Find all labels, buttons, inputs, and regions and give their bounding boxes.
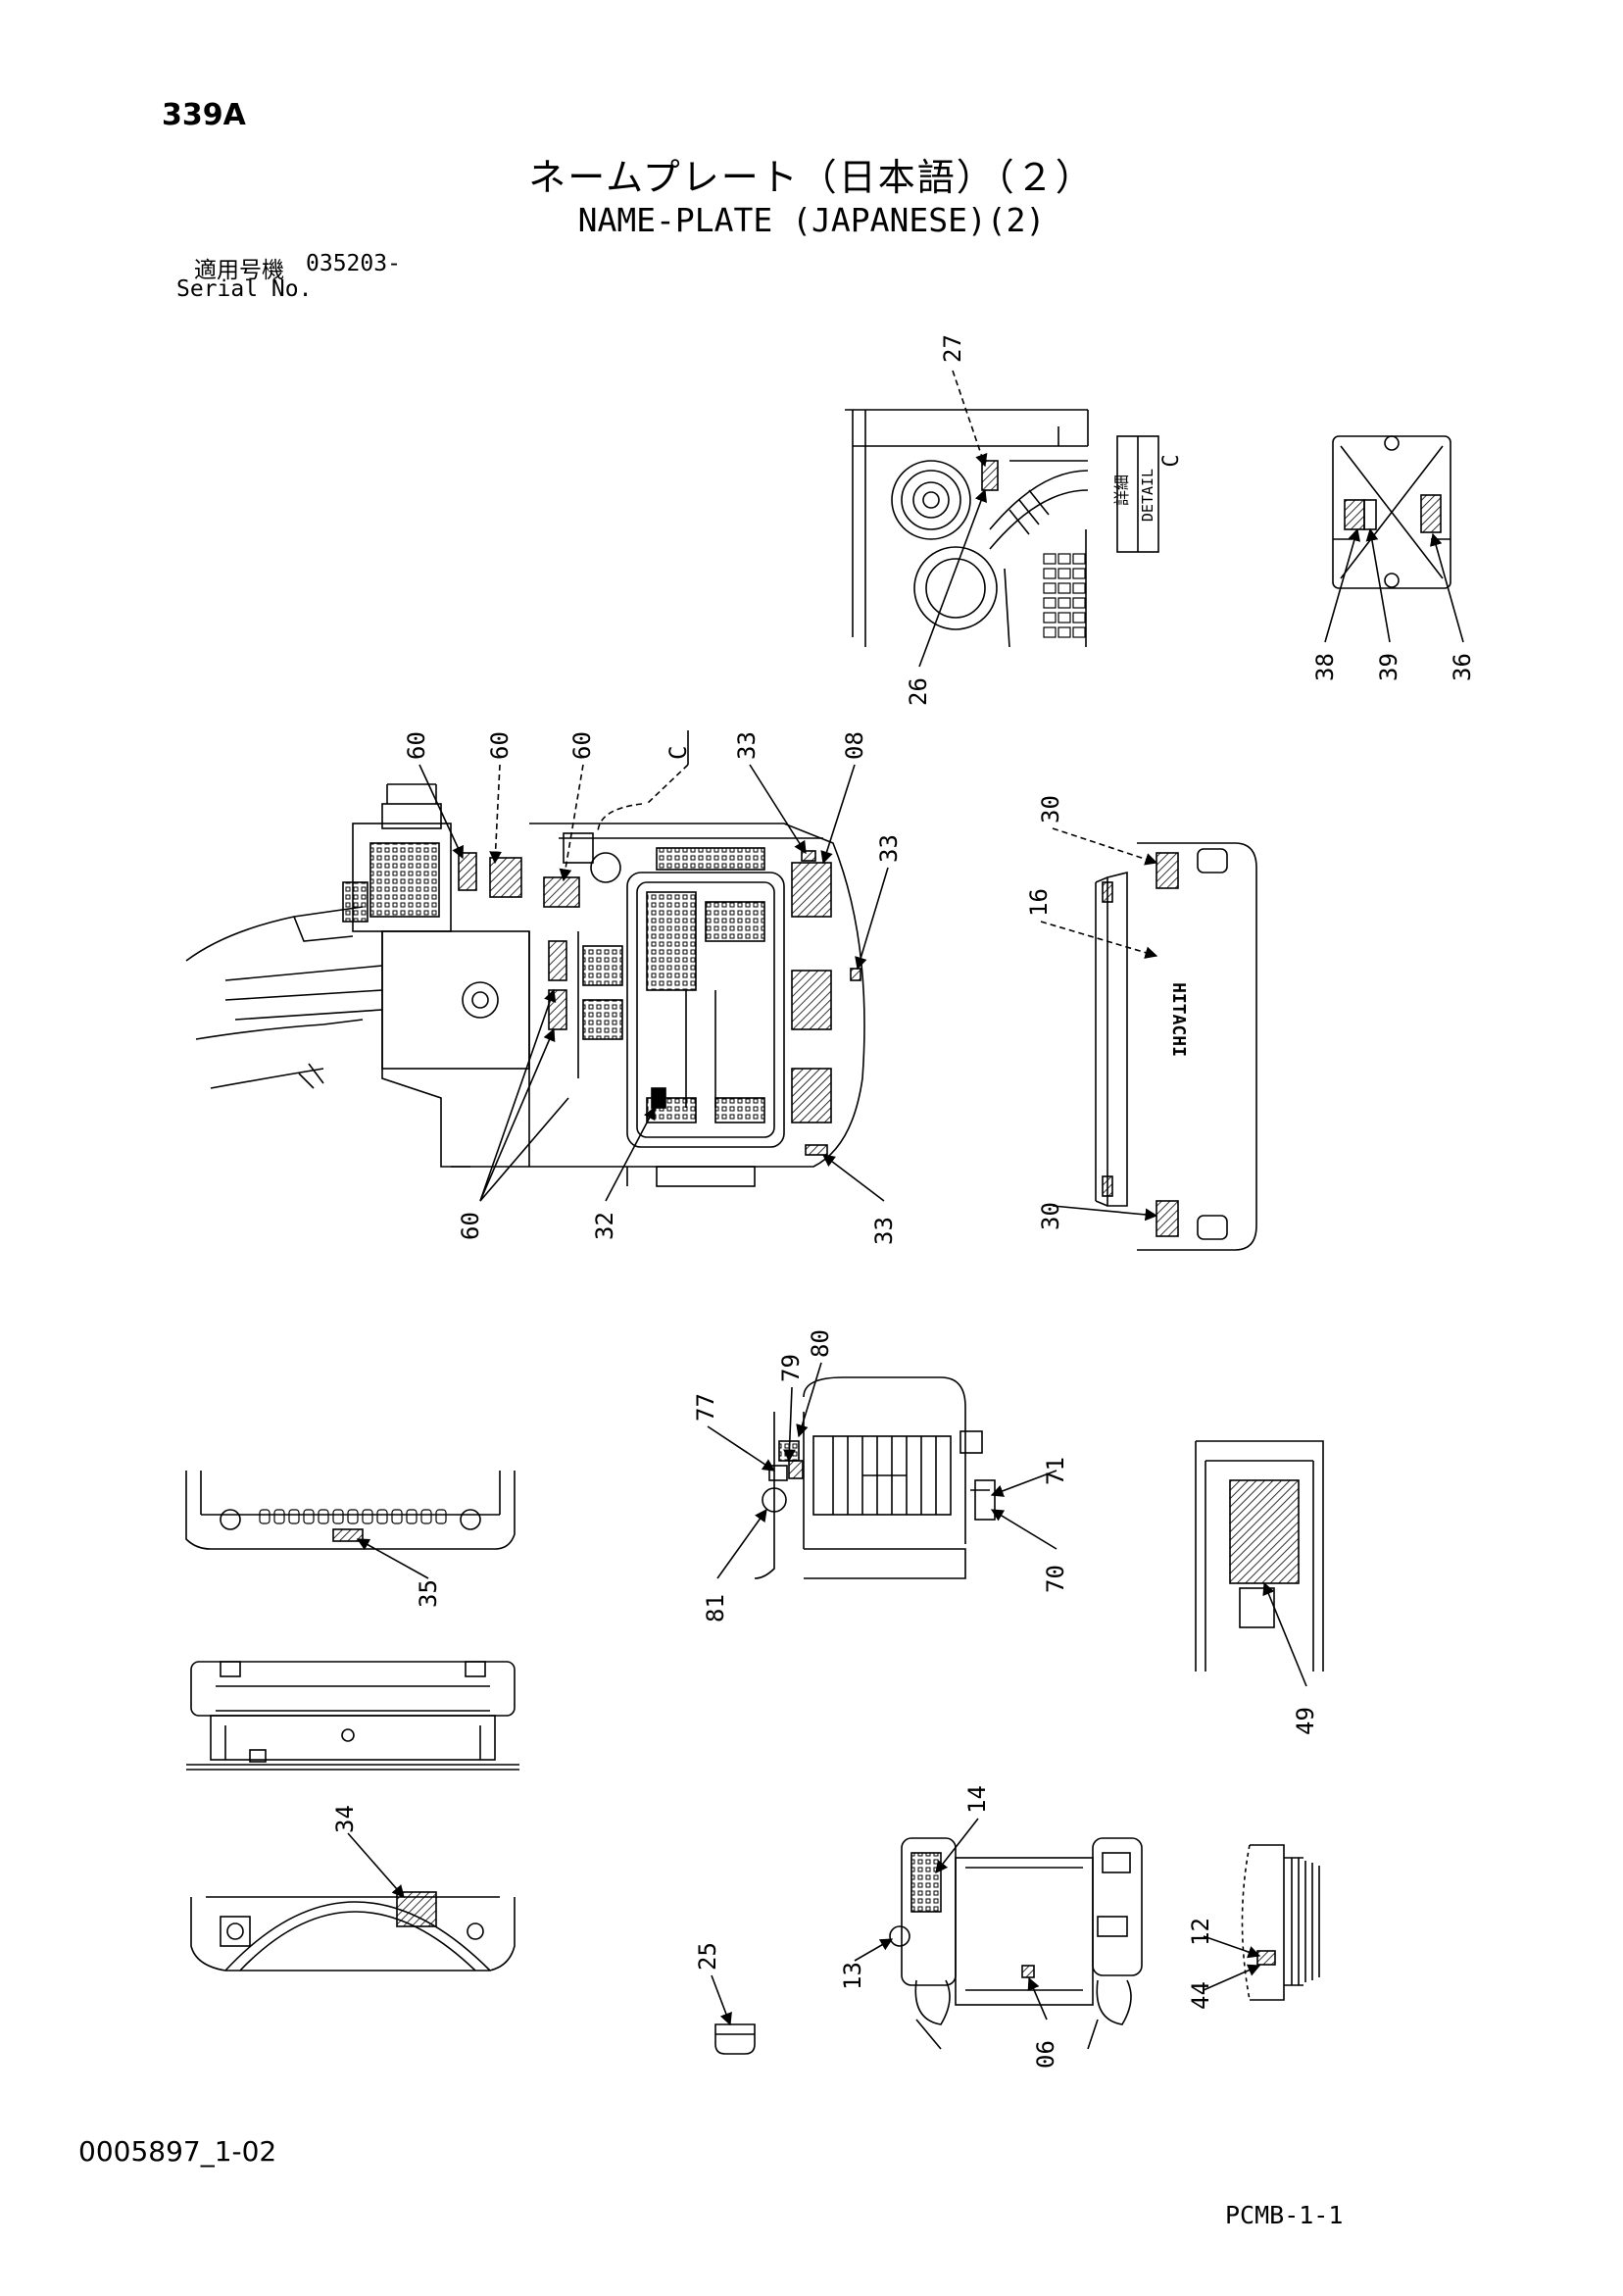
callout-16: 16 [1025, 888, 1158, 959]
callout-60-c: 60 [559, 731, 596, 882]
callout-25: 25 [694, 1942, 732, 2026]
svg-text:27: 27 [939, 334, 966, 363]
callout-33-c: 33 [821, 1154, 898, 1245]
svg-text:30: 30 [1037, 795, 1064, 824]
callout-32: 32 [591, 1106, 656, 1240]
title-english: NAME-PLATE (JAPANESE)(2) [577, 201, 1046, 239]
detail-label-en: DETAIL [1139, 469, 1156, 522]
callout-79: 79 [777, 1354, 805, 1463]
svg-text:35: 35 [415, 1579, 442, 1608]
svg-text:14: 14 [963, 1785, 991, 1814]
callout-60-a: 60 [403, 731, 464, 860]
callout-81: 81 [702, 1508, 767, 1622]
svg-text:70: 70 [1042, 1565, 1069, 1593]
machine-top-view [185, 783, 865, 1187]
page-number: 339A [162, 98, 246, 132]
lower-frame-view [185, 1471, 516, 1550]
svg-text:16: 16 [1025, 888, 1053, 917]
svg-text:44: 44 [1187, 1981, 1214, 2010]
svg-text:60: 60 [568, 731, 596, 760]
detail-c-label: 詳細 DETAIL C [1112, 435, 1184, 553]
svg-text:60: 60 [486, 731, 514, 760]
detail-label-jp: 詳細 [1112, 474, 1131, 506]
callout-c-section: C [646, 730, 692, 805]
svg-text:33: 33 [875, 834, 903, 863]
callout-35: 35 [356, 1538, 442, 1608]
callout-30-b: 30 [1037, 1202, 1158, 1230]
callout-80: 80 [796, 1329, 834, 1438]
footer-code: PCMB-1-1 [1225, 2201, 1344, 2229]
arch-view [190, 1891, 516, 1972]
svg-text:60: 60 [403, 731, 430, 760]
callout-33-a: 33 [733, 731, 807, 855]
console-view [889, 1837, 1143, 2050]
counterweight-view: HITACHI [1095, 842, 1257, 1251]
callout-60-b: 60 [486, 731, 514, 865]
callout-08: 08 [820, 731, 868, 865]
serial-number-value: 035203- [306, 251, 401, 276]
callout-71: 71 [990, 1457, 1069, 1497]
svg-text:79: 79 [777, 1354, 805, 1382]
svg-text:38: 38 [1311, 653, 1339, 681]
svg-text:08: 08 [841, 731, 868, 760]
svg-text:32: 32 [591, 1212, 618, 1240]
serial-label-english: Serial No. [176, 276, 313, 302]
callout-30-a: 30 [1037, 795, 1158, 866]
svg-text:33: 33 [733, 731, 761, 760]
callout-14: 14 [935, 1785, 991, 1874]
serial-label-japanese: 適用号機 [194, 258, 284, 283]
title-japanese: ネームプレート（日本語）（２） [528, 156, 1095, 199]
svg-text:49: 49 [1292, 1707, 1319, 1735]
svg-text:80: 80 [807, 1329, 834, 1358]
callout-77: 77 [692, 1393, 776, 1472]
top-right-view [1332, 435, 1451, 589]
svg-text:77: 77 [692, 1393, 719, 1422]
callout-70: 70 [990, 1509, 1069, 1593]
callout-44: 44 [1187, 1964, 1261, 2010]
svg-text:C: C [664, 746, 692, 760]
callout-39: 39 [1365, 527, 1402, 681]
svg-text:12: 12 [1187, 1918, 1214, 1946]
detail-c-view [845, 409, 1089, 648]
svg-text:39: 39 [1375, 653, 1402, 681]
svg-text:34: 34 [331, 1805, 359, 1833]
svg-text:26: 26 [905, 677, 932, 706]
document-id: 0005897_1-02 [78, 2135, 277, 2168]
svg-text:25: 25 [694, 1942, 721, 1971]
plate-view [1195, 1440, 1324, 1672]
svg-text:13: 13 [839, 1962, 866, 1990]
svg-text:60: 60 [457, 1212, 484, 1240]
callout-34: 34 [331, 1805, 405, 1898]
decal-25 [714, 2023, 756, 2055]
svg-text:81: 81 [702, 1594, 729, 1622]
callout-49: 49 [1262, 1581, 1319, 1735]
callout-36: 36 [1429, 532, 1476, 681]
guard-view [186, 1661, 519, 1771]
callout-27: 27 [939, 334, 988, 468]
callout-60-d: 60 [457, 988, 569, 1240]
callout-06: 06 [1027, 1976, 1059, 2069]
callout-33-b: 33 [855, 834, 903, 971]
callout-38: 38 [1311, 527, 1360, 681]
detail-label-letter: C [1159, 454, 1184, 467]
brand-text: HITACHI [1168, 982, 1189, 1057]
callout-12: 12 [1187, 1918, 1261, 1959]
callout-26: 26 [905, 488, 987, 706]
svg-text:06: 06 [1032, 2040, 1059, 2069]
svg-text:36: 36 [1449, 653, 1476, 681]
callout-13: 13 [839, 1938, 894, 1990]
cylinder-view [1241, 1844, 1320, 2001]
svg-text:33: 33 [870, 1217, 898, 1245]
